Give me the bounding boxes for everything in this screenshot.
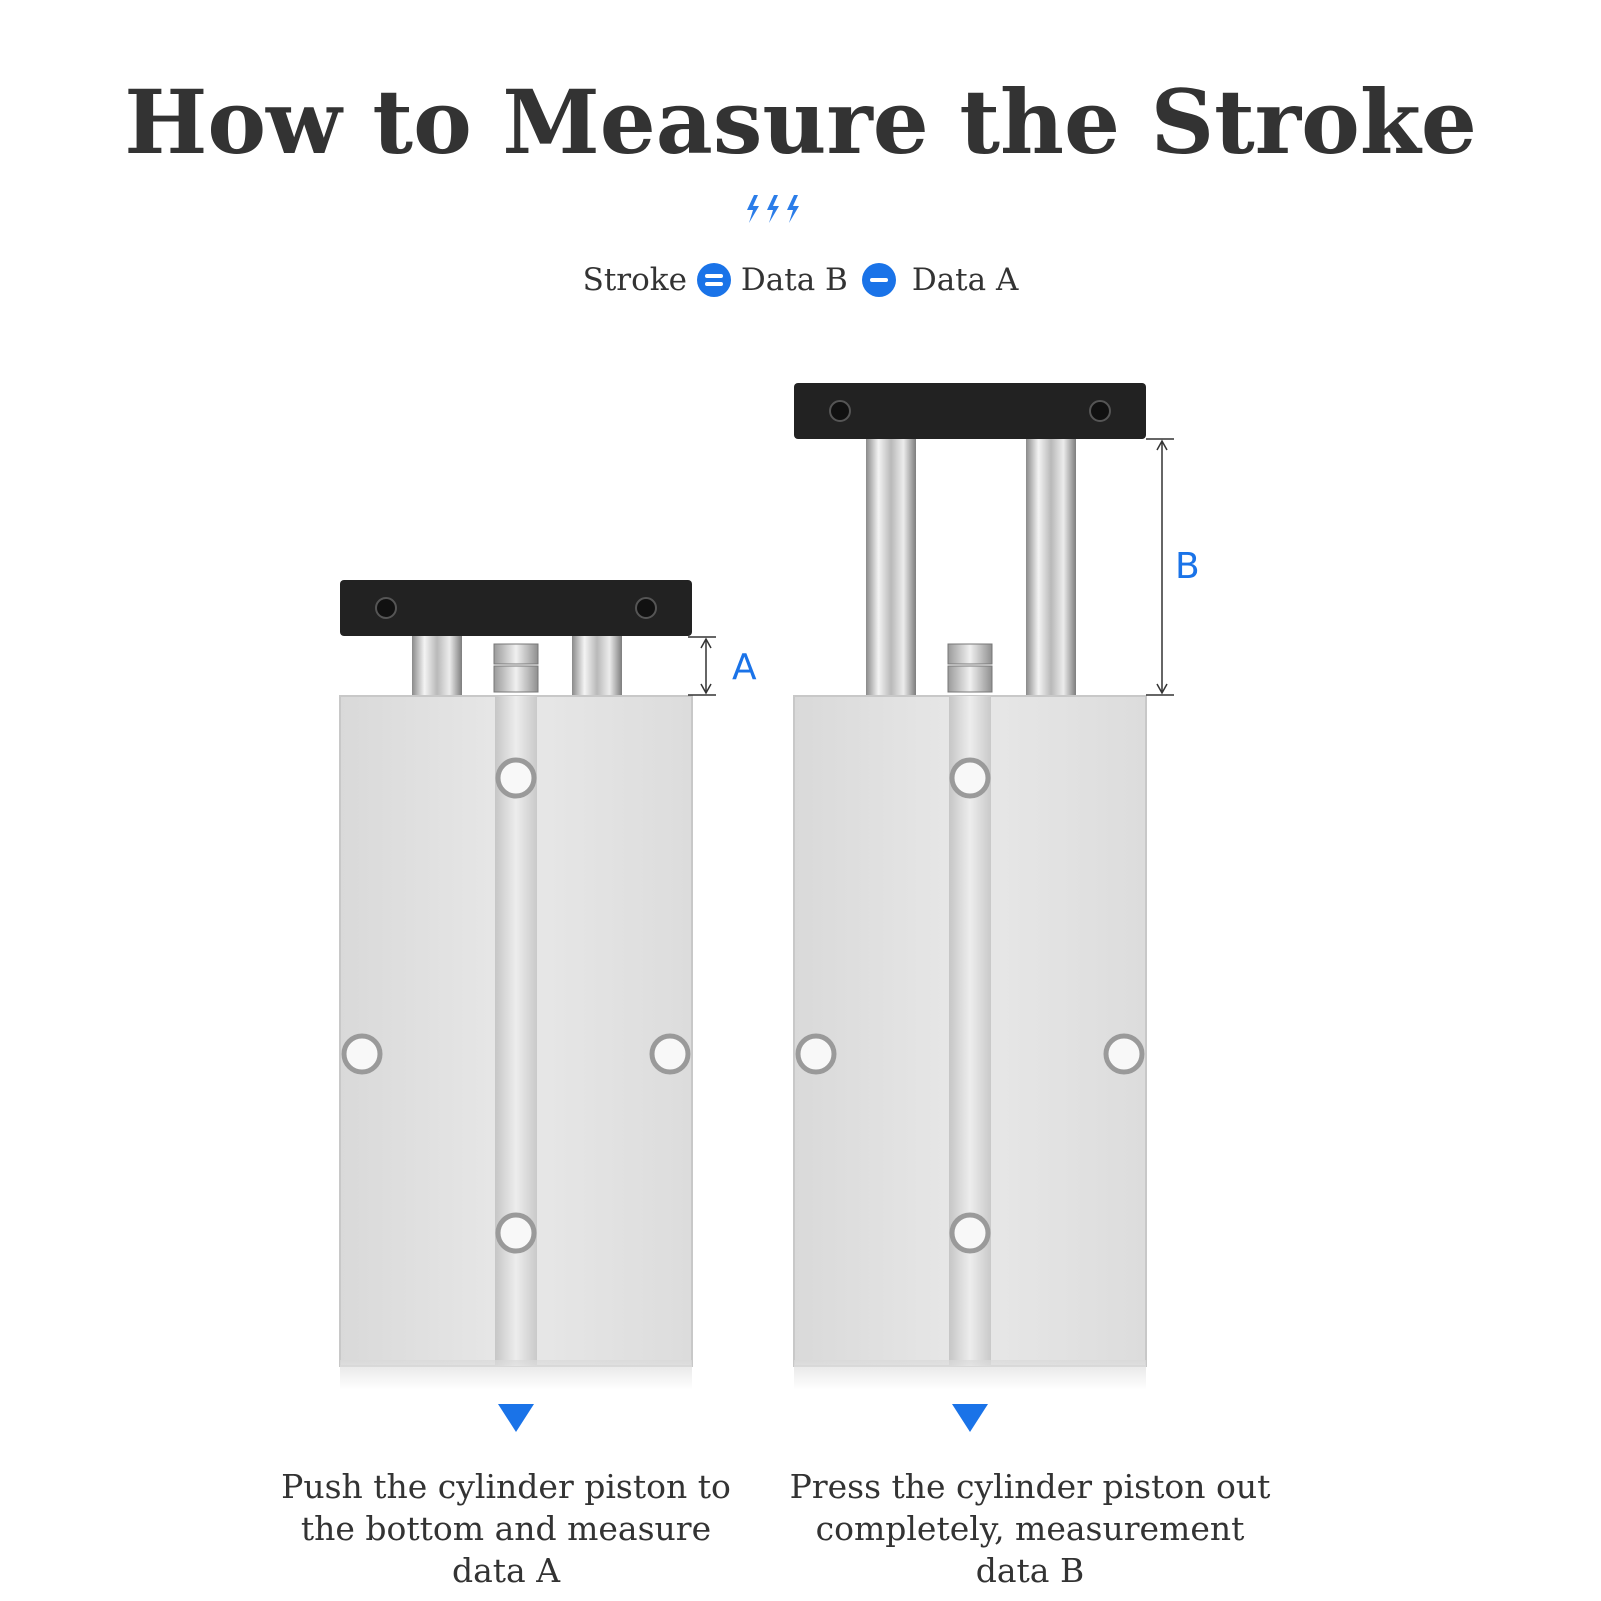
mount-hole <box>649 1033 691 1075</box>
caption-line: data B <box>975 1551 1085 1590</box>
plate-hole <box>829 400 851 422</box>
page-title: How to Measure the Stroke <box>124 70 1477 174</box>
cylinder-retracted: A <box>339 580 757 1432</box>
caption-line: the bottom and measure <box>300 1509 712 1548</box>
mount-hole <box>949 1212 991 1254</box>
mount-hole <box>795 1033 837 1075</box>
piston-rod <box>1026 439 1076 696</box>
stroke-formula: Stroke Data B Data A <box>0 262 1601 298</box>
lightning-icon <box>747 195 799 223</box>
plate-hole <box>375 597 397 619</box>
center-groove <box>949 696 991 1366</box>
mount-hole <box>495 757 537 799</box>
hex-nut <box>947 643 993 665</box>
caption-right: Press the cylinder piston out completely… <box>770 1466 1290 1592</box>
caption-line: completely, measurement <box>815 1509 1245 1548</box>
body-reflection <box>340 1360 692 1390</box>
center-groove <box>495 696 537 1366</box>
top-plate <box>794 383 1146 439</box>
plate-hole <box>635 597 657 619</box>
minus-icon <box>861 263 896 297</box>
piston-rod <box>412 636 462 696</box>
plate-hole <box>1089 400 1111 422</box>
hex-nut <box>947 665 993 693</box>
formula-term-stroke: Stroke <box>582 262 687 298</box>
caption-line: Press the cylinder piston out <box>789 1467 1271 1506</box>
caption-line: data A <box>451 1551 561 1590</box>
formula-term-data-a: Data A <box>911 262 1019 298</box>
equals-icon <box>696 263 731 297</box>
dimension-label-a: A <box>732 647 757 688</box>
cylinder-extended: B <box>793 383 1200 1432</box>
mount-hole <box>495 1212 537 1254</box>
body-reflection <box>794 1360 1146 1390</box>
piston-rod <box>866 439 916 696</box>
mount-hole <box>949 757 991 799</box>
dimension-label-b: B <box>1175 546 1200 587</box>
formula-term-data-b: Data B <box>740 262 848 298</box>
caption-left: Push the cylinder piston to the bottom a… <box>246 1466 766 1592</box>
piston-rod <box>572 636 622 696</box>
down-triangle-icon <box>498 1404 534 1432</box>
hex-nut <box>493 643 539 665</box>
caption-line: Push the cylinder piston to <box>281 1467 731 1506</box>
mount-hole <box>341 1033 383 1075</box>
top-plate <box>340 580 692 636</box>
hex-nut <box>493 665 539 693</box>
mount-hole <box>1103 1033 1145 1075</box>
down-triangle-icon <box>952 1404 988 1432</box>
